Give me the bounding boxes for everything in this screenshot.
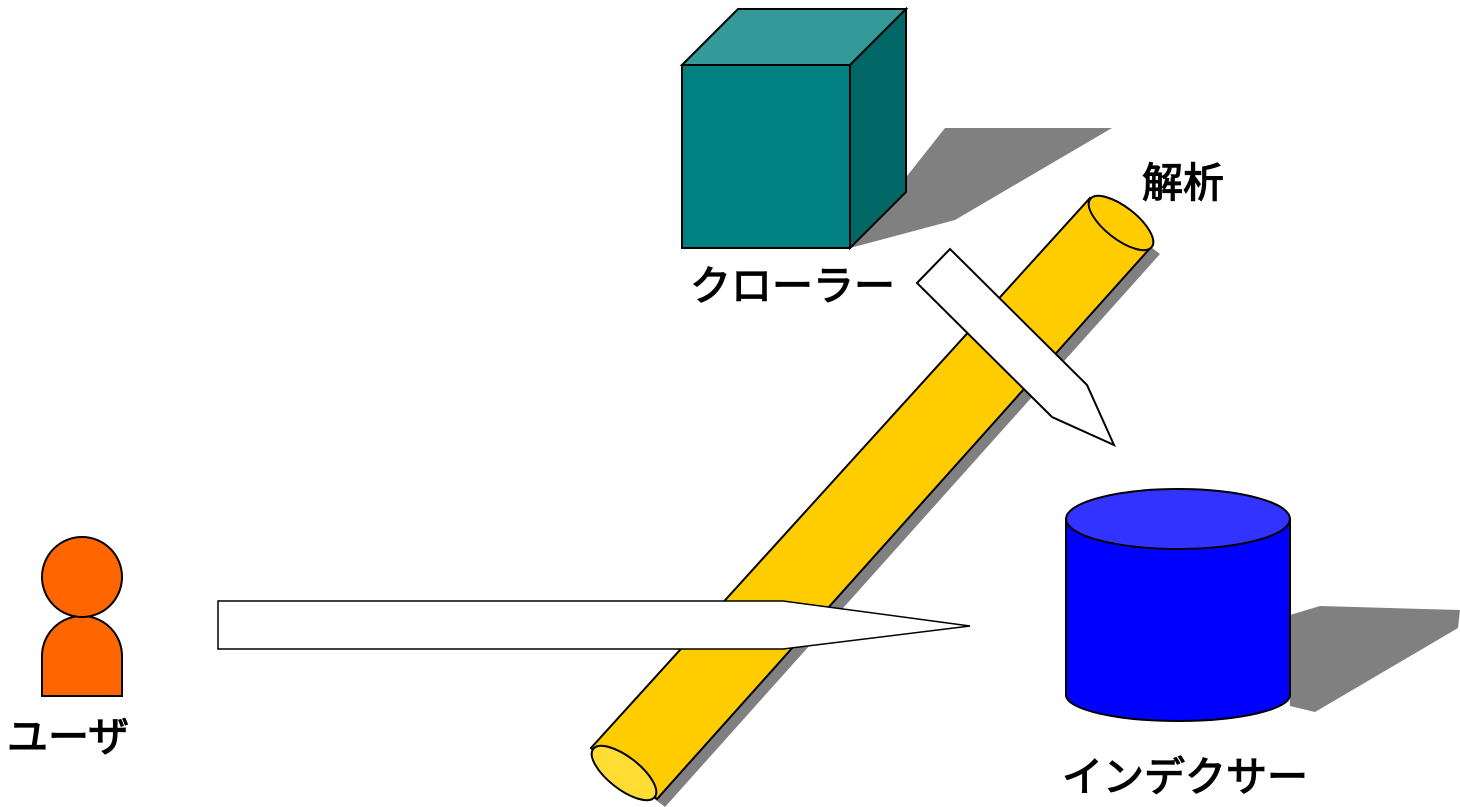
- indexer-database-icon: [1065, 488, 1291, 722]
- user-label: ユーザ: [7, 713, 130, 761]
- crawler-shadow: [850, 128, 1112, 248]
- pipe-bottom-end: [590, 744, 658, 802]
- user-person-icon: [41, 536, 123, 697]
- crawler-label: クローラー: [690, 262, 895, 310]
- analysis-label: 解析: [1142, 159, 1224, 207]
- crawler-to-indexer-arrow: [915, 247, 1116, 447]
- crawler-cube-icon: [679, 6, 909, 251]
- indexer-shadow: [1290, 606, 1460, 712]
- user-body: [41, 615, 123, 697]
- user-query-arrow: [217, 600, 971, 650]
- cube-front-face: [681, 64, 851, 249]
- user-head: [41, 536, 123, 618]
- indexer-label: インデクサー: [1062, 753, 1308, 801]
- cylinder-body: [1065, 518, 1291, 722]
- cylinder-top: [1065, 488, 1291, 550]
- pipe-top-end: [1087, 194, 1155, 252]
